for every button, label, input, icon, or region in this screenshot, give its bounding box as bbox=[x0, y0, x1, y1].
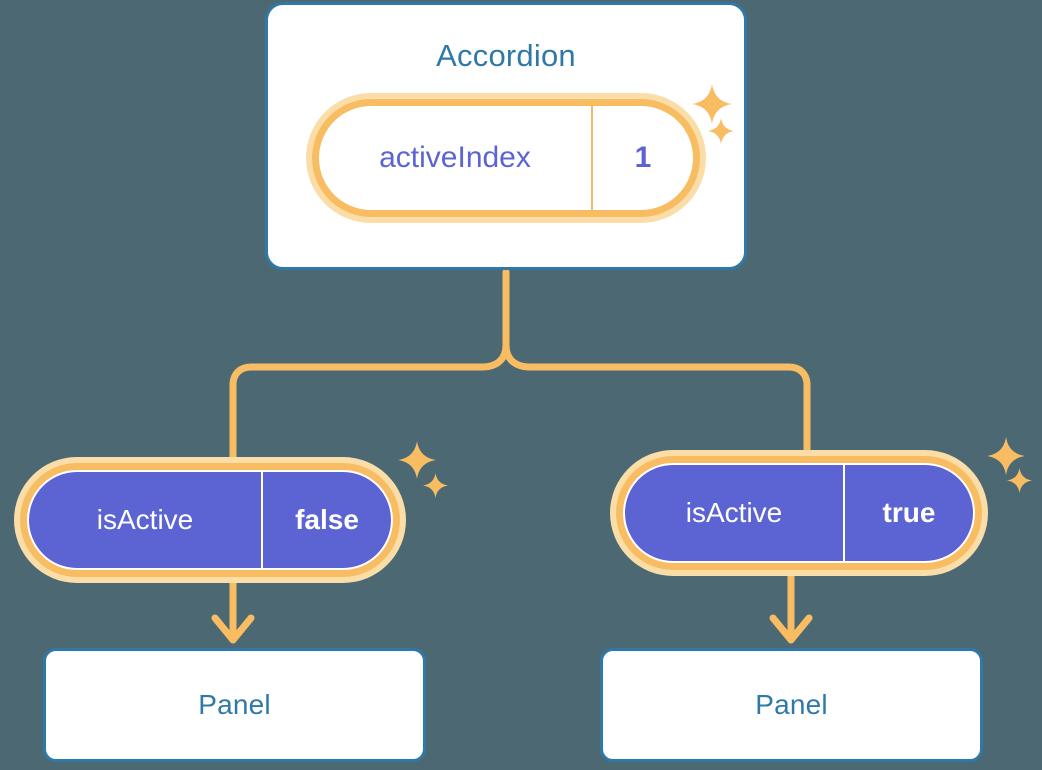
accordion-title: Accordion bbox=[436, 38, 576, 73]
state-value-label: false bbox=[295, 504, 359, 535]
panel-title: Panel bbox=[198, 689, 271, 720]
panel-component-card-right[interactable]: Panel bbox=[600, 648, 983, 762]
state-pill-is-active-right[interactable]: isActive true bbox=[610, 450, 988, 576]
pill-inner: isActive false bbox=[27, 470, 393, 570]
state-pill-is-active-left[interactable]: isActive false bbox=[14, 457, 406, 583]
state-pill-active-index[interactable]: activeIndex 1 bbox=[306, 93, 706, 223]
state-value-label: 1 bbox=[634, 141, 652, 174]
state-value-label: true bbox=[882, 497, 936, 528]
arrowhead-left bbox=[211, 614, 255, 644]
state-key-label: activeIndex bbox=[319, 106, 593, 210]
sparkle-icon bbox=[423, 473, 448, 498]
arrowhead-right bbox=[769, 614, 813, 644]
panel-title: Panel bbox=[755, 689, 828, 720]
state-key-label: isActive bbox=[29, 472, 263, 568]
connector-left-branch bbox=[229, 341, 510, 461]
state-key-label: isActive bbox=[625, 465, 845, 561]
pill-inner: activeIndex 1 bbox=[319, 106, 693, 210]
sparkle-icon bbox=[1007, 468, 1032, 493]
sparkle-icon bbox=[987, 437, 1025, 475]
sparkle-icon bbox=[398, 441, 436, 479]
connector-right-branch bbox=[502, 341, 811, 454]
panel-component-card-left[interactable]: Panel bbox=[43, 648, 426, 762]
pill-inner: isActive true bbox=[623, 463, 975, 563]
